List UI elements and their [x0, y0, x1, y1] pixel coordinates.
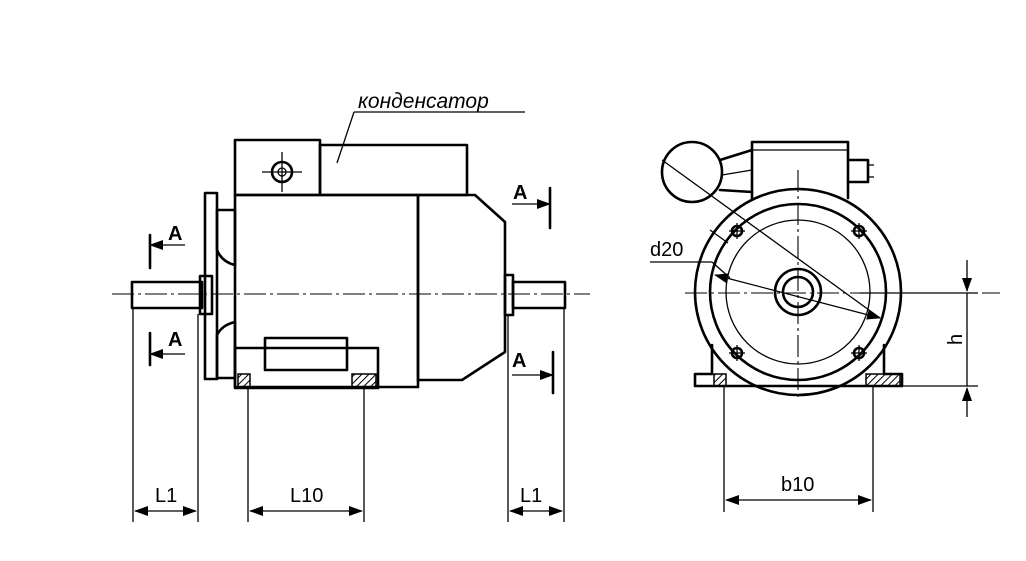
end-capacitor [660, 140, 724, 204]
end-bolt-holes [729, 223, 867, 361]
side-dimensions: L1 L10 L1 [132, 308, 565, 522]
foot-boss [263, 336, 349, 372]
motor-body [233, 193, 420, 389]
dim-l10: L10 [290, 485, 323, 507]
d20-dimension-line [714, 273, 881, 320]
capacitor-box [318, 143, 469, 197]
section-label: A [513, 182, 527, 204]
capacitor-label: конденсатор [358, 90, 489, 113]
section-marker-top-left: A [148, 223, 185, 270]
capacitor-leader [336, 111, 355, 164]
section-label: A [168, 223, 182, 245]
fan-cover [416, 193, 507, 382]
section-marker-bottom-right: A [512, 350, 555, 395]
dim-l1-right: L1 [520, 485, 542, 507]
terminal-box [233, 138, 322, 197]
end-foot-hole-right [865, 373, 901, 387]
section-label: A [512, 350, 526, 372]
dim-b10: b10 [781, 474, 814, 496]
right-shaft [511, 280, 567, 310]
side-view: A A A A конденсатор [112, 90, 590, 522]
flange-upper-boss [215, 208, 237, 267]
end-view: d20 b10 h [650, 140, 1000, 512]
end-flange [708, 202, 888, 382]
end-cable-gland [846, 158, 870, 184]
foot-hole-right [351, 373, 377, 388]
end-outer-housing [693, 187, 903, 397]
flange-lower-boss [215, 320, 237, 380]
dim-h: h [945, 334, 967, 345]
dim-l1-left: L1 [155, 485, 177, 507]
section-marker-top-right: A [512, 182, 552, 230]
left-shaft [130, 280, 204, 310]
section-marker-bottom-left: A [148, 329, 185, 367]
motor-foot [233, 346, 380, 390]
foot-hole-left [237, 373, 251, 388]
dim-d20: d20 [650, 239, 683, 261]
section-label: A [168, 329, 182, 351]
flange-disc [203, 191, 219, 381]
end-foot-hole-left [713, 373, 727, 387]
